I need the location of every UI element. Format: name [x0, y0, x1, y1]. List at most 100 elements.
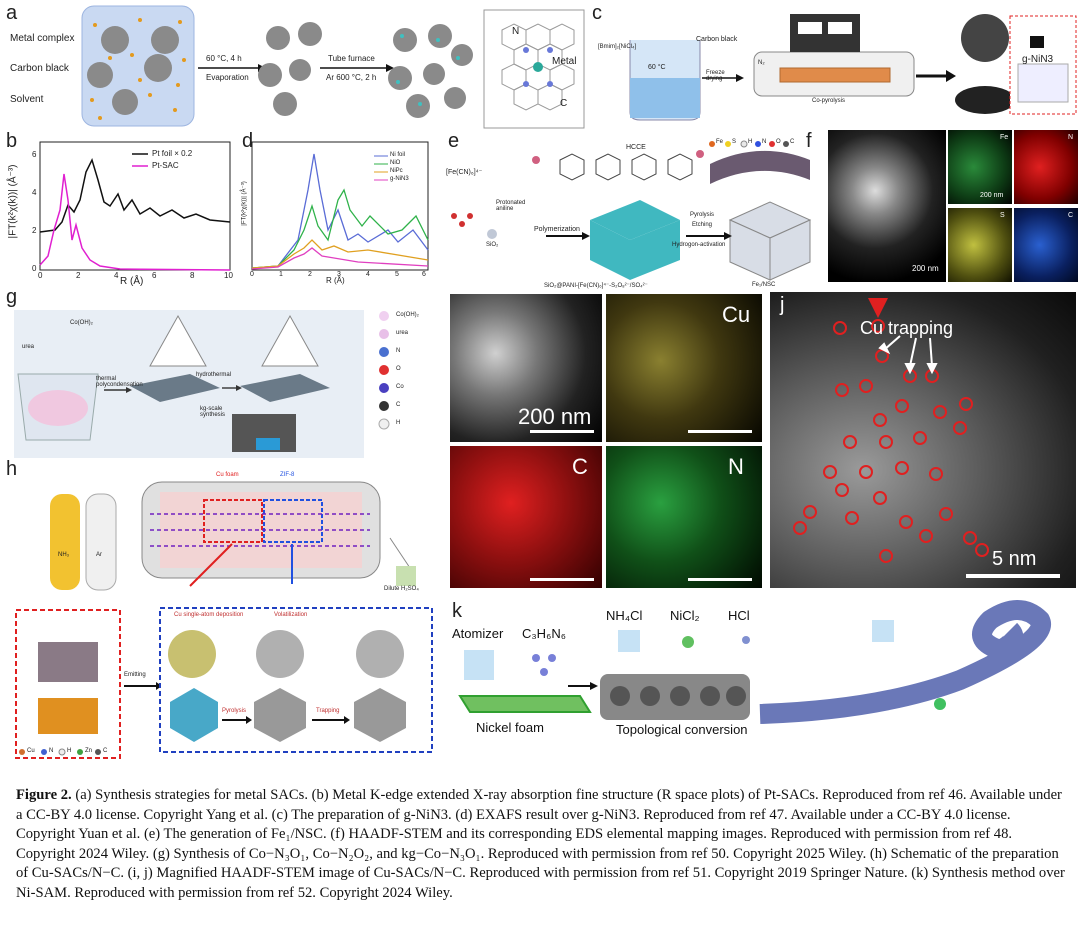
step1-method: Evaporation [206, 73, 249, 82]
k-nh4cl: NH₄Cl [606, 608, 642, 623]
xtick: 0 [38, 271, 42, 280]
panel-g: g urea Co(OH)₂ thermal polycondensation … [0, 290, 440, 458]
caption-lead: Figure 2. [16, 787, 72, 803]
c-n2: N₂ [758, 60, 765, 66]
e-composite: SiO₂@PANI-[Fe(CN)₆]⁴⁻-S₂O₈²⁻/SO₄²⁻ [544, 282, 648, 289]
h-dilute-acid: Dilute H₂SO₄ [384, 586, 419, 592]
panel-a: a [0, 0, 590, 130]
label-metal-complex: Metal complex [10, 33, 74, 44]
g-legend-c: C [396, 402, 400, 408]
j-annotation: Cu trapping [860, 318, 953, 339]
k-nicl2: NiCl₂ [670, 608, 700, 623]
xtick: 6 [422, 271, 426, 278]
h-deposition: Cu single-atom deposition [174, 612, 243, 618]
panel-a-schematic [0, 0, 590, 130]
step1-temp: 60 °C, 4 h [206, 54, 242, 63]
ytick: 4 [32, 188, 36, 197]
atom-metal: Metal [552, 56, 576, 67]
e-sio2: SiO₂ [486, 242, 498, 248]
g-hydrothermal: hydrothermal [196, 372, 231, 378]
xtick: 10 [224, 271, 233, 280]
g-legend-co: Co [396, 384, 404, 390]
k-atomizer: Atomizer [452, 626, 503, 641]
legend-nio: NiO [390, 160, 400, 166]
e-activation: Hydrogon-activation [672, 242, 725, 248]
c-product: g-NiN3 [1022, 54, 1053, 65]
panel-j: j Cu trapping 5 nm [770, 292, 1076, 590]
h-pyrolysis: Pyrolysis [222, 708, 246, 714]
x-axis-label: R (Å) [326, 276, 345, 285]
scale-bar [530, 430, 594, 433]
e-product: Fe₁/NSC [752, 282, 775, 288]
xtick: 5 [395, 271, 399, 278]
xtick: 2 [76, 271, 80, 280]
xtick: 0 [250, 271, 254, 278]
caption-text: (a) Synthesis strategies for metal SACs.… [16, 787, 1065, 901]
c-freeze-drying: Freeze drying [706, 70, 742, 82]
h-cu-foam: Cu foam [216, 472, 239, 478]
i-map-label-c: C [572, 454, 588, 480]
atom-n: N [512, 26, 519, 37]
panel-i: i 200 nm Cu C N [448, 292, 766, 590]
h-emitting: Emitting [124, 672, 146, 678]
h-nh3: NH₃ [58, 552, 69, 558]
h-legend-zn: Zn [85, 748, 92, 754]
panel-h: h Cu foam ZIF-8 NH₃ Ar Dilute H₂ [0, 458, 440, 768]
ytick: 0 [32, 264, 36, 273]
map-s [948, 208, 1012, 282]
xtick: 3 [337, 271, 341, 278]
panel-label: f [806, 130, 812, 153]
scale-bar [530, 578, 594, 581]
legend-nipc: NiPc [390, 168, 403, 174]
e-legend-c: C [790, 139, 794, 145]
step2-device: Tube furnace [328, 54, 375, 63]
step2-condition: Ar 600 °C, 2 h [326, 73, 376, 82]
figure-caption: Figure 2. (a) Synthesis strategies for m… [16, 786, 1068, 903]
y-axis-label: |FT(k²χ(k))| (Å⁻³) [241, 154, 248, 254]
g-cooh2: Co(OH)₂ [70, 320, 93, 326]
c-precursor: [Bmim]₂[NiCl₄] [598, 44, 636, 50]
e-aniline: Protonated aniline [496, 200, 540, 212]
panel-c: c [Bmim]₂[NiCl₄] Carbon black 60 °C Free… [590, 0, 1080, 130]
k-hcl: HCl [728, 608, 750, 623]
legend-pt-foil: Pt foil × 0.2 [152, 149, 192, 158]
g-legend-n: N [396, 348, 400, 354]
xtick: 1 [279, 271, 283, 278]
g-urea: urea [22, 344, 34, 350]
f-scale-main: 200 nm [912, 264, 939, 273]
e-legend-o: O [776, 139, 781, 145]
g-legend-urea: urea [396, 330, 408, 336]
c-copyrolysis: Co-pyrolysis [812, 98, 845, 104]
k-topological: Topological conversion [616, 722, 748, 737]
h-legend-c: C [103, 748, 107, 754]
x-axis-label: R (Å) [120, 276, 143, 287]
i-map-label-n: N [728, 454, 744, 480]
h-legend-cu: Cu [27, 748, 35, 754]
h-legend-h: H [67, 748, 71, 754]
xtick: 8 [190, 271, 194, 280]
h-trapping: Trapping [316, 708, 339, 714]
g-legend-h: H [396, 420, 400, 426]
panel-e: e [Fe(CN)₆]⁴⁻ Protonated aniline HCCE Si… [440, 130, 824, 290]
panel-k: k Atomizer C₃H₆N₆ NH₄Cl NiCl₂ HCl Nickel… [440, 600, 1080, 776]
xtick: 4 [114, 271, 118, 280]
e-legend-n: N [762, 139, 766, 145]
series-pt-foil [40, 160, 230, 232]
c-carbon-black: Carbon black [696, 36, 737, 43]
h-legend-n: N [49, 748, 53, 754]
xtick: 6 [152, 271, 156, 280]
map-label-n: N [1068, 134, 1073, 141]
scale-bar [688, 578, 752, 581]
h-zif8: ZIF-8 [280, 472, 294, 478]
panel-f: f 200 nm Fe N S C 200 nm [828, 130, 1080, 286]
map-label-fe: Fe [1000, 134, 1008, 141]
series-pt-sac [40, 174, 230, 270]
label-solvent: Solvent [10, 94, 43, 105]
ytick: 2 [32, 226, 36, 235]
h-volatilization: Volatilization [274, 612, 307, 618]
scale-bar [688, 430, 752, 433]
c-temp: 60 °C [648, 64, 666, 71]
map-label-c: C [1068, 212, 1073, 219]
e-pyrolysis: Pyrolysis [690, 212, 714, 218]
g-legend-cooh2: Co(OH)₂ [396, 312, 419, 318]
